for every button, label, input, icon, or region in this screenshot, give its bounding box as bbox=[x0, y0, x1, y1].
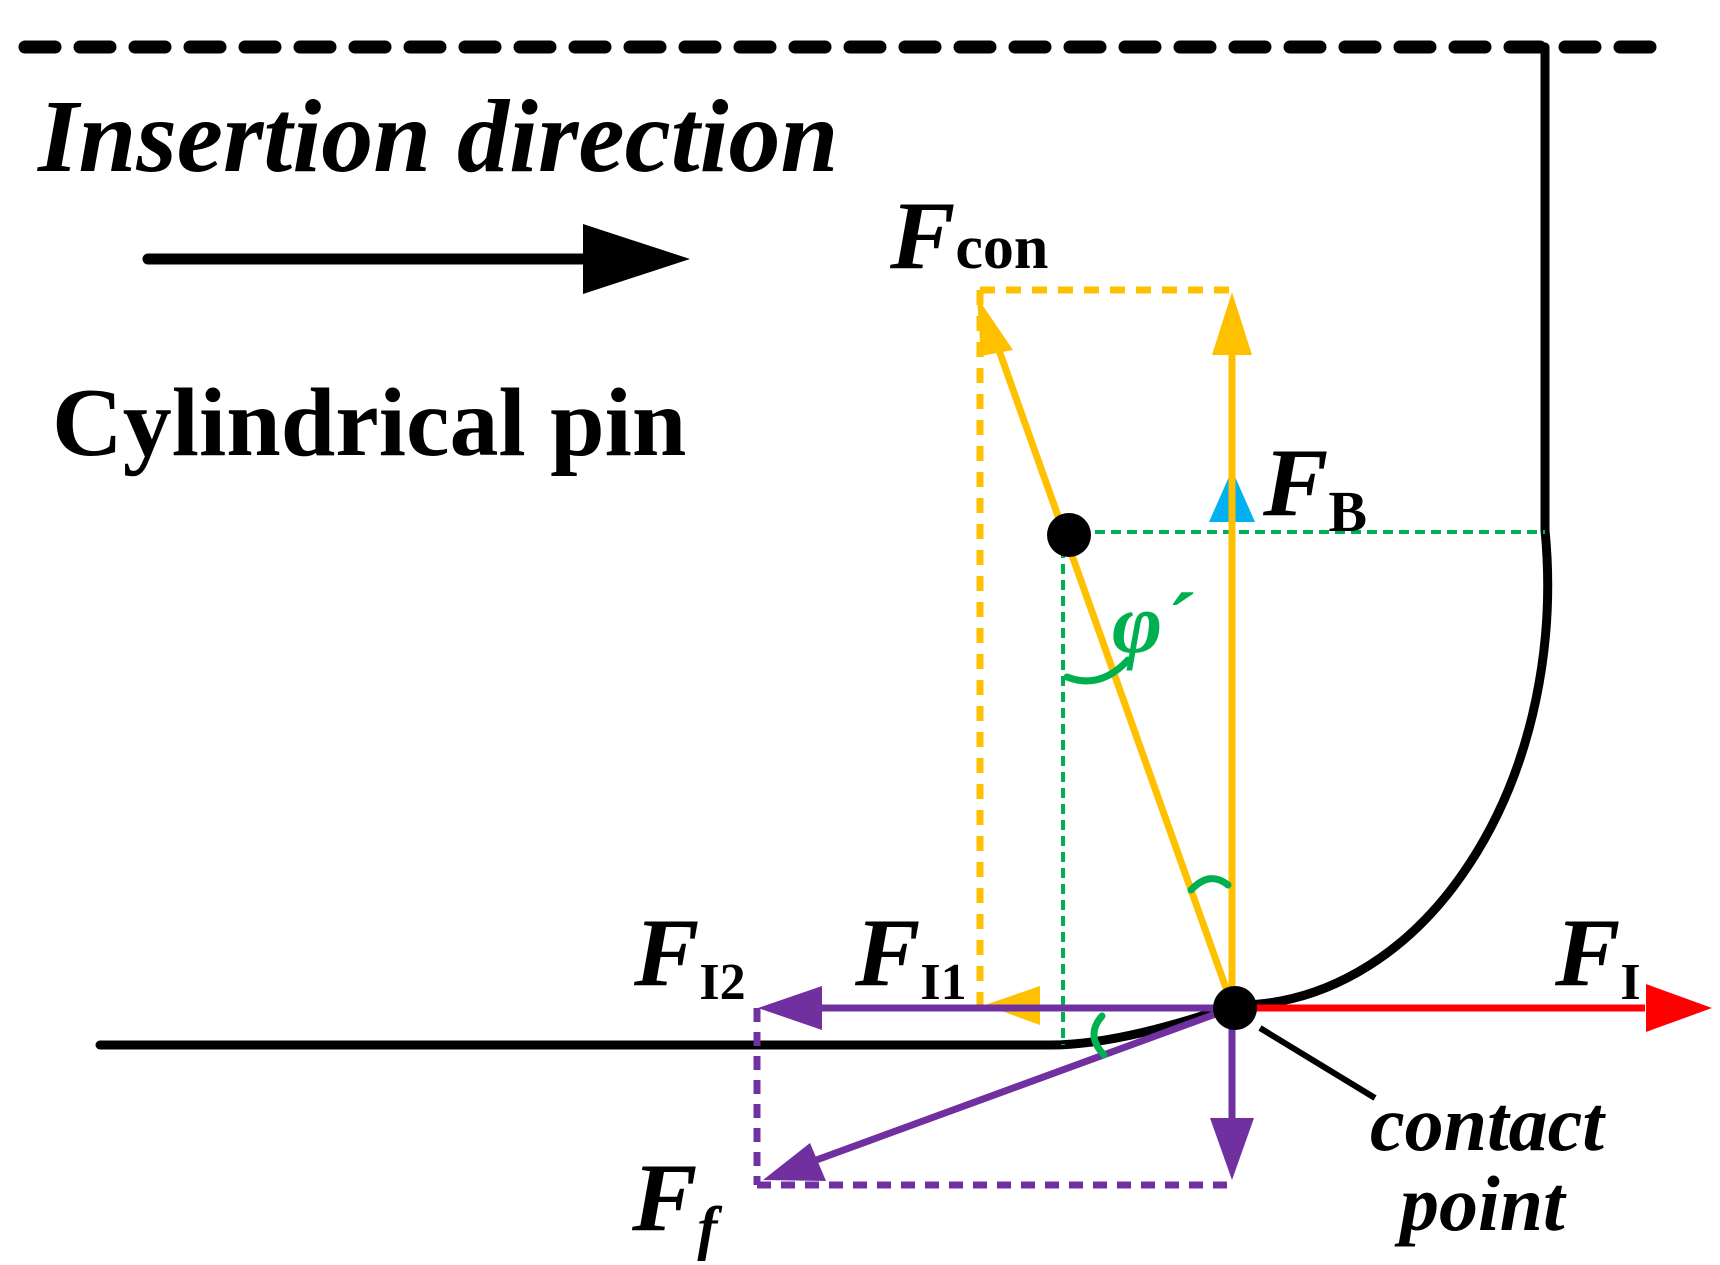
fi-subscript: I bbox=[1620, 954, 1640, 1011]
fi-symbol: F bbox=[1554, 899, 1620, 1007]
fcon-symbol: F bbox=[889, 182, 955, 290]
fb-symbol: F bbox=[1262, 429, 1328, 537]
fcon-arrowhead bbox=[977, 297, 1013, 356]
fi2-arrowhead bbox=[758, 986, 822, 1030]
fi1-symbol: F bbox=[854, 899, 920, 1007]
fcon-subscript: con bbox=[955, 214, 1048, 282]
contact-point-dot bbox=[1213, 986, 1257, 1030]
phi-angle-arc bbox=[1063, 656, 1132, 685]
fi2-subscript: I2 bbox=[699, 954, 745, 1011]
fi2-symbol: F bbox=[633, 899, 699, 1007]
fi1-label: FI1 bbox=[854, 899, 967, 1011]
phi-prime-label: φ´ bbox=[1112, 575, 1194, 671]
fcon-vector bbox=[986, 323, 1236, 1007]
insertion-arrow-head bbox=[583, 224, 690, 294]
center-point bbox=[1047, 513, 1091, 557]
fb-subscript: B bbox=[1328, 479, 1367, 544]
normal-down-arrowhead bbox=[1210, 1118, 1254, 1180]
fi2-label: FI2 bbox=[633, 899, 746, 1011]
fb-label: FB bbox=[1262, 429, 1367, 544]
contact-point-leader bbox=[1258, 1025, 1377, 1101]
fcon-label: Fcon bbox=[889, 182, 1048, 290]
fi-label: FI bbox=[1554, 899, 1641, 1011]
fcon-vertical-arrowhead bbox=[1212, 292, 1252, 355]
ff-subscript: f bbox=[697, 1195, 722, 1261]
fi-arrowhead bbox=[1646, 984, 1712, 1032]
insertion-direction-label: Insertion direction bbox=[36, 79, 838, 194]
cylindrical-pin-label: Cylindrical pin bbox=[52, 369, 686, 477]
ff-symbol: F bbox=[631, 1144, 697, 1252]
lower-angle-arc-vertical bbox=[1187, 875, 1232, 894]
fi1-subscript: I1 bbox=[920, 954, 966, 1011]
pin-outline bbox=[95, 42, 1553, 1050]
contact-point-label-line2: point bbox=[1394, 1160, 1567, 1247]
contact-point-label-line1: contact bbox=[1370, 1080, 1606, 1167]
ff-label: Ff bbox=[631, 1144, 722, 1261]
lower-angle-arc-horizontal bbox=[1090, 1012, 1108, 1059]
ff-arrowhead bbox=[763, 1143, 826, 1181]
ff-vector bbox=[798, 1004, 1234, 1170]
